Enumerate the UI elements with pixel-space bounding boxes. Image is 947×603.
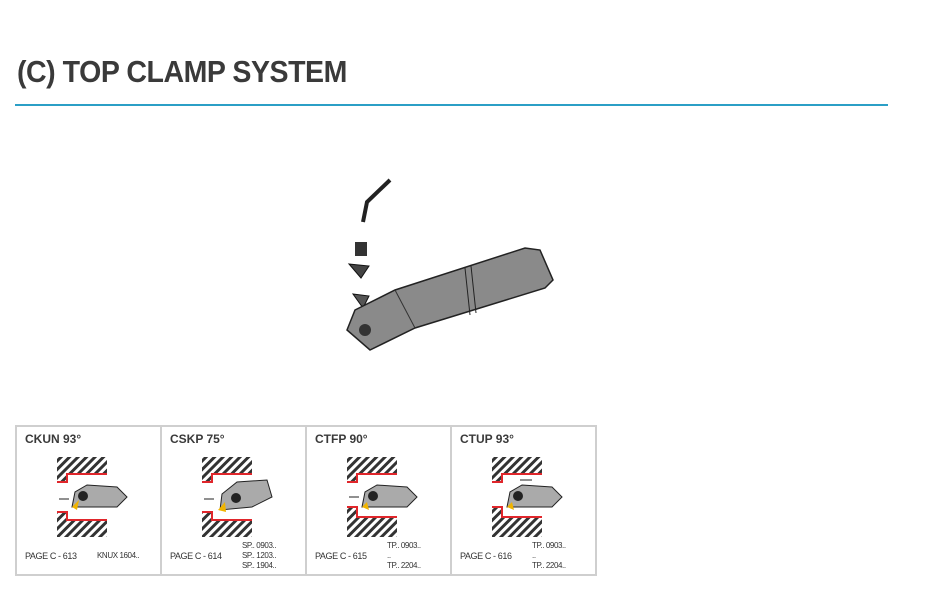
insert-code: TP.. 0903.. [532, 541, 566, 550]
insert-code: TP.. 0903.. [387, 541, 421, 550]
insert-code: SP.. 1203.. [242, 551, 277, 560]
catalog-page-link[interactable]: PAGE C - 616 [460, 551, 512, 561]
card-ckun[interactable]: CKUN 93° PAGE C - 613 KNUX 1604.. [17, 427, 160, 574]
insert-code: .. [532, 551, 536, 560]
insert-code: .. [387, 551, 391, 560]
insert-list: SP.. 0903..SP.. 1203..SP.. 1904.. [242, 541, 277, 571]
page-title: (C) TOP CLAMP SYSTEM [17, 54, 347, 89]
insert-code: KNUX 1604.. [97, 551, 140, 560]
catalog-page-link[interactable]: PAGE C - 613 [25, 551, 77, 561]
card-ctup[interactable]: CTUP 93° PAGE C - 616 TP.. 0903....TP.. … [450, 427, 595, 574]
card-title: CSKP 75° [170, 432, 225, 446]
card-cskp[interactable]: CSKP 75° PAGE C - 614 SP.. 0903..SP.. 12… [160, 427, 305, 574]
machining-diagram [347, 457, 418, 537]
catalog-page-link[interactable]: PAGE C - 614 [170, 551, 222, 561]
insert-list: TP.. 0903....TP.. 2204.. [532, 541, 566, 571]
insert-list: KNUX 1604.. [97, 551, 140, 561]
insert-list: TP.. 0903....TP.. 2204.. [387, 541, 421, 571]
card-title: CTUP 93° [460, 432, 514, 446]
machining-diagram [202, 457, 273, 537]
card-ctfp[interactable]: CTFP 90° PAGE C - 615 TP.. 0903....TP.. … [305, 427, 450, 574]
tool-holder-cards: CKUN 93° PAGE C - 613 KNUX 1604.. CSKP 7… [15, 425, 597, 576]
card-title: CKUN 93° [25, 432, 82, 446]
insert-code: TP.. 2204.. [387, 561, 421, 570]
boring-bar-illustration [346, 178, 554, 351]
insert-code: TP.. 2204.. [532, 561, 566, 570]
machining-diagram [57, 457, 128, 537]
catalog-page-link[interactable]: PAGE C - 615 [315, 551, 367, 561]
machining-diagram [492, 457, 563, 537]
insert-code: SP.. 0903.. [242, 541, 277, 550]
title-divider [15, 104, 888, 106]
insert-code: SP.. 1904.. [242, 561, 277, 570]
card-title: CTFP 90° [315, 432, 368, 446]
